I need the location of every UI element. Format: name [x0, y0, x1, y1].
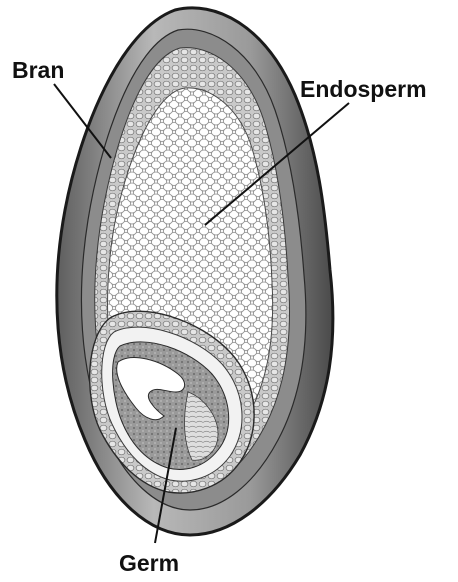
bran-label: Bran [12, 59, 64, 82]
endosperm-label: Endosperm [300, 78, 427, 101]
germ-label: Germ [119, 552, 179, 575]
